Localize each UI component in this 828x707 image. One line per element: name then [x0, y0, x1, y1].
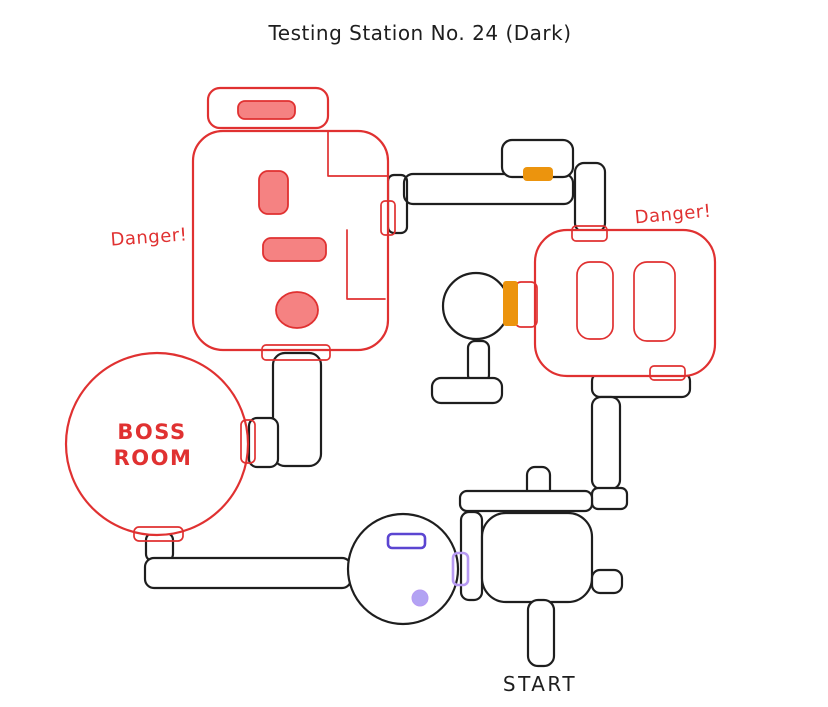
- corridor-network: [143, 138, 692, 668]
- redroom-door-east: [380, 200, 396, 236]
- start-label: START: [503, 672, 577, 696]
- danger-label-left: Danger!: [110, 224, 188, 250]
- corridor-midcircle-stem: [466, 339, 491, 384]
- door-corridor-to-start-area: [590, 486, 629, 511]
- redroom-east: [533, 228, 717, 378]
- map-title: Testing Station No. 24 (Dark): [267, 21, 571, 45]
- corridor-below-redroom: [271, 351, 323, 468]
- room-boss-circle: [64, 351, 250, 537]
- room-bottom-circle: [346, 512, 460, 626]
- redroom-partition-top: [327, 131, 389, 177]
- redroom-door-south: [261, 344, 331, 361]
- corridor-bottom-horizontal: [143, 556, 353, 590]
- redroom-hazard-horizontal: [262, 237, 327, 262]
- red-rooms: [64, 86, 717, 542]
- room-mid-circle: [441, 271, 511, 341]
- platform-mid-deadend: [430, 376, 504, 405]
- corridor-right-vertical-upper: [573, 161, 607, 234]
- redroom-hazard-vertical: [258, 170, 289, 215]
- map-labels: Testing Station No. 24 (Dark) Danger! Da…: [110, 21, 712, 696]
- redroom-antechamber-hazard: [237, 100, 296, 120]
- orange-door-midcircle: [503, 281, 518, 326]
- redroom-east-pit-left: [576, 261, 614, 340]
- redroom-east-door-west: [514, 281, 538, 328]
- boss-door-east: [240, 419, 256, 464]
- redroom-east-pit-right: [633, 261, 676, 342]
- connector-boss-south: [144, 531, 175, 563]
- connector-boss-east: [247, 416, 280, 469]
- corridor-top-horizontal: [402, 172, 575, 206]
- redroom-hazard-blob: [275, 291, 319, 329]
- redroom-east-door-south: [649, 365, 686, 381]
- purple-markers: [386, 532, 470, 607]
- boss-room-label-line1: BOSS: [117, 420, 186, 444]
- orange-door-top: [523, 167, 553, 181]
- corridor-right-vertical-lower: [590, 395, 622, 491]
- corridor-left-of-start: [459, 510, 484, 602]
- boss-room-label-line2: ROOM: [114, 446, 193, 470]
- purple-door-bottomcircle: [451, 551, 470, 587]
- stub-start-south: [526, 598, 556, 668]
- boss-door-south: [133, 526, 184, 542]
- redroom-partition-mid: [346, 229, 386, 300]
- orange-markers: [503, 167, 553, 326]
- room-start: [480, 511, 594, 604]
- danger-label-right: Danger!: [634, 201, 712, 229]
- stub-start-east: [590, 568, 624, 595]
- corridor-above-start: [458, 489, 594, 513]
- purple-chest-marker: [386, 532, 427, 550]
- redroom-east-door-north: [571, 225, 608, 242]
- purple-dot-marker: [411, 589, 429, 607]
